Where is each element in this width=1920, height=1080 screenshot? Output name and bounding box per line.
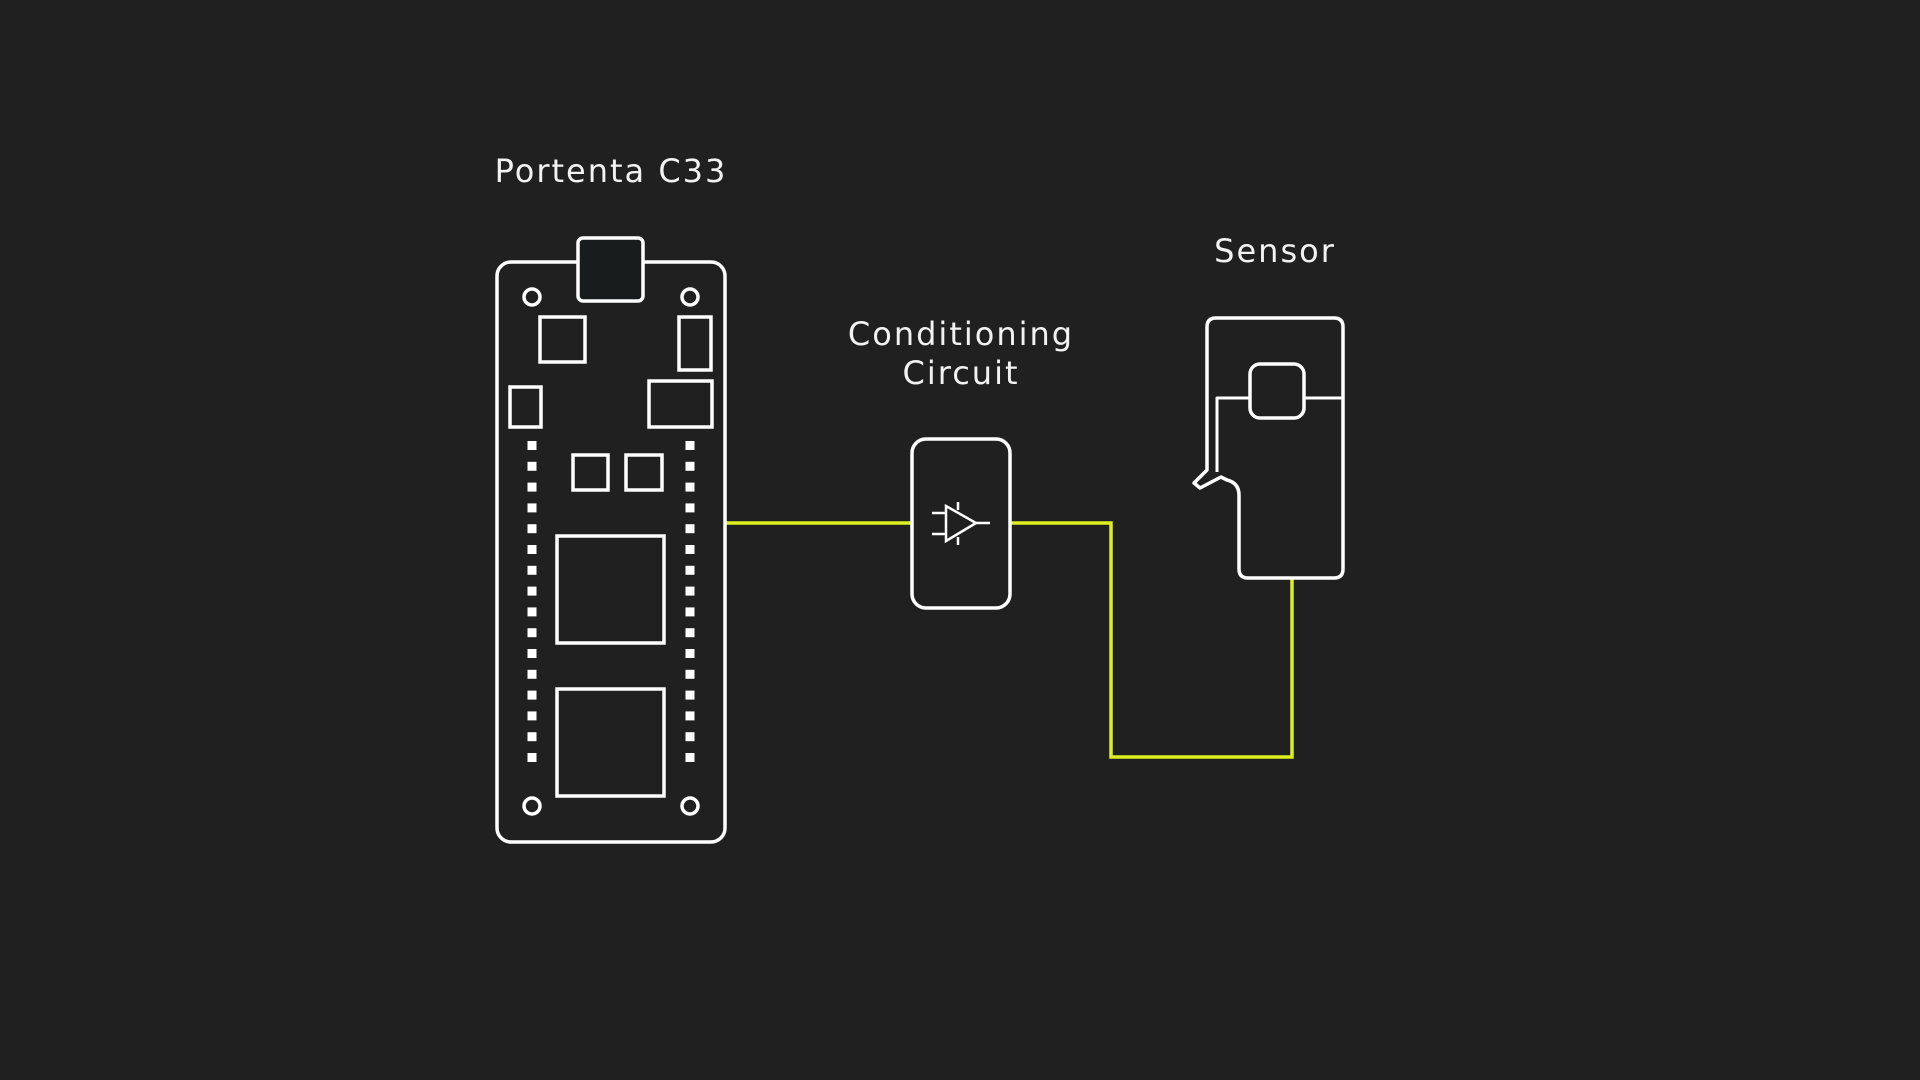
header-pin <box>527 649 537 658</box>
header-pin <box>527 732 537 742</box>
board-label-text: Portenta C33 <box>494 152 728 190</box>
conditioning-label-line2: Circuit <box>902 354 1020 392</box>
amplifier-icon <box>932 502 990 545</box>
sensor-label-text: Sensor <box>1214 232 1336 270</box>
header-pin <box>685 545 695 554</box>
header-pin <box>685 461 695 471</box>
chip-small-left <box>508 385 543 429</box>
header-pin <box>685 441 695 450</box>
wires <box>724 521 1294 759</box>
header-pin <box>685 607 695 617</box>
header-pin <box>685 565 695 575</box>
header-pin <box>527 669 537 679</box>
header-pin <box>685 690 695 700</box>
conditioning-label-line1: Conditioning <box>847 315 1075 353</box>
conditioning-label: Conditioning Circuit <box>830 315 1092 393</box>
mounting-hole-bottom-right <box>680 796 700 816</box>
header-pin <box>527 482 537 492</box>
chip-square-left <box>571 453 610 492</box>
header-pin <box>527 441 537 450</box>
header-pin <box>527 545 537 554</box>
header-pin <box>527 565 537 575</box>
board-label: Portenta C33 <box>479 152 743 191</box>
header-pin <box>685 732 695 742</box>
header-pins-right <box>685 441 695 762</box>
header-pin <box>685 482 695 492</box>
current-clamp-sensor-icon <box>1192 316 1345 580</box>
usb-connector <box>576 236 645 303</box>
chip-tall-top-right <box>677 315 713 372</box>
header-pin <box>685 753 695 762</box>
header-pin <box>685 711 695 721</box>
header-pin <box>527 503 537 513</box>
chip-small-top-left <box>538 315 587 364</box>
header-pin <box>685 503 695 513</box>
mounting-hole-bottom-left <box>522 796 542 816</box>
header-pin <box>685 669 695 679</box>
header-pins-left <box>527 441 537 762</box>
mounting-hole-top-right <box>680 287 700 307</box>
sensor-core <box>1248 362 1306 420</box>
header-pin <box>527 690 537 700</box>
header-pin <box>685 586 695 596</box>
header-pin <box>685 649 695 658</box>
header-pin <box>685 524 695 534</box>
wire-conditioning-to-sensor <box>1010 521 1294 759</box>
header-pin <box>527 586 537 596</box>
header-pin <box>527 461 537 471</box>
processor-chip <box>555 534 666 645</box>
chip-wide-right <box>647 379 714 429</box>
conditioning-circuit-block <box>910 437 1012 610</box>
sensor-clamp-outline <box>1192 316 1345 580</box>
header-pin <box>527 607 537 617</box>
chip-square-right <box>624 453 664 492</box>
mounting-hole-top-left <box>522 287 542 307</box>
header-pin <box>685 628 695 638</box>
memory-chip <box>555 687 666 798</box>
microcontroller-board-icon <box>495 236 727 844</box>
sensor-inner-line <box>1215 396 1343 472</box>
header-pin <box>527 753 537 762</box>
conditioning-outline <box>910 437 1012 610</box>
sensor-label: Sensor <box>1170 232 1380 271</box>
header-pin <box>527 628 537 638</box>
header-pin <box>527 524 537 534</box>
header-pin <box>527 711 537 721</box>
